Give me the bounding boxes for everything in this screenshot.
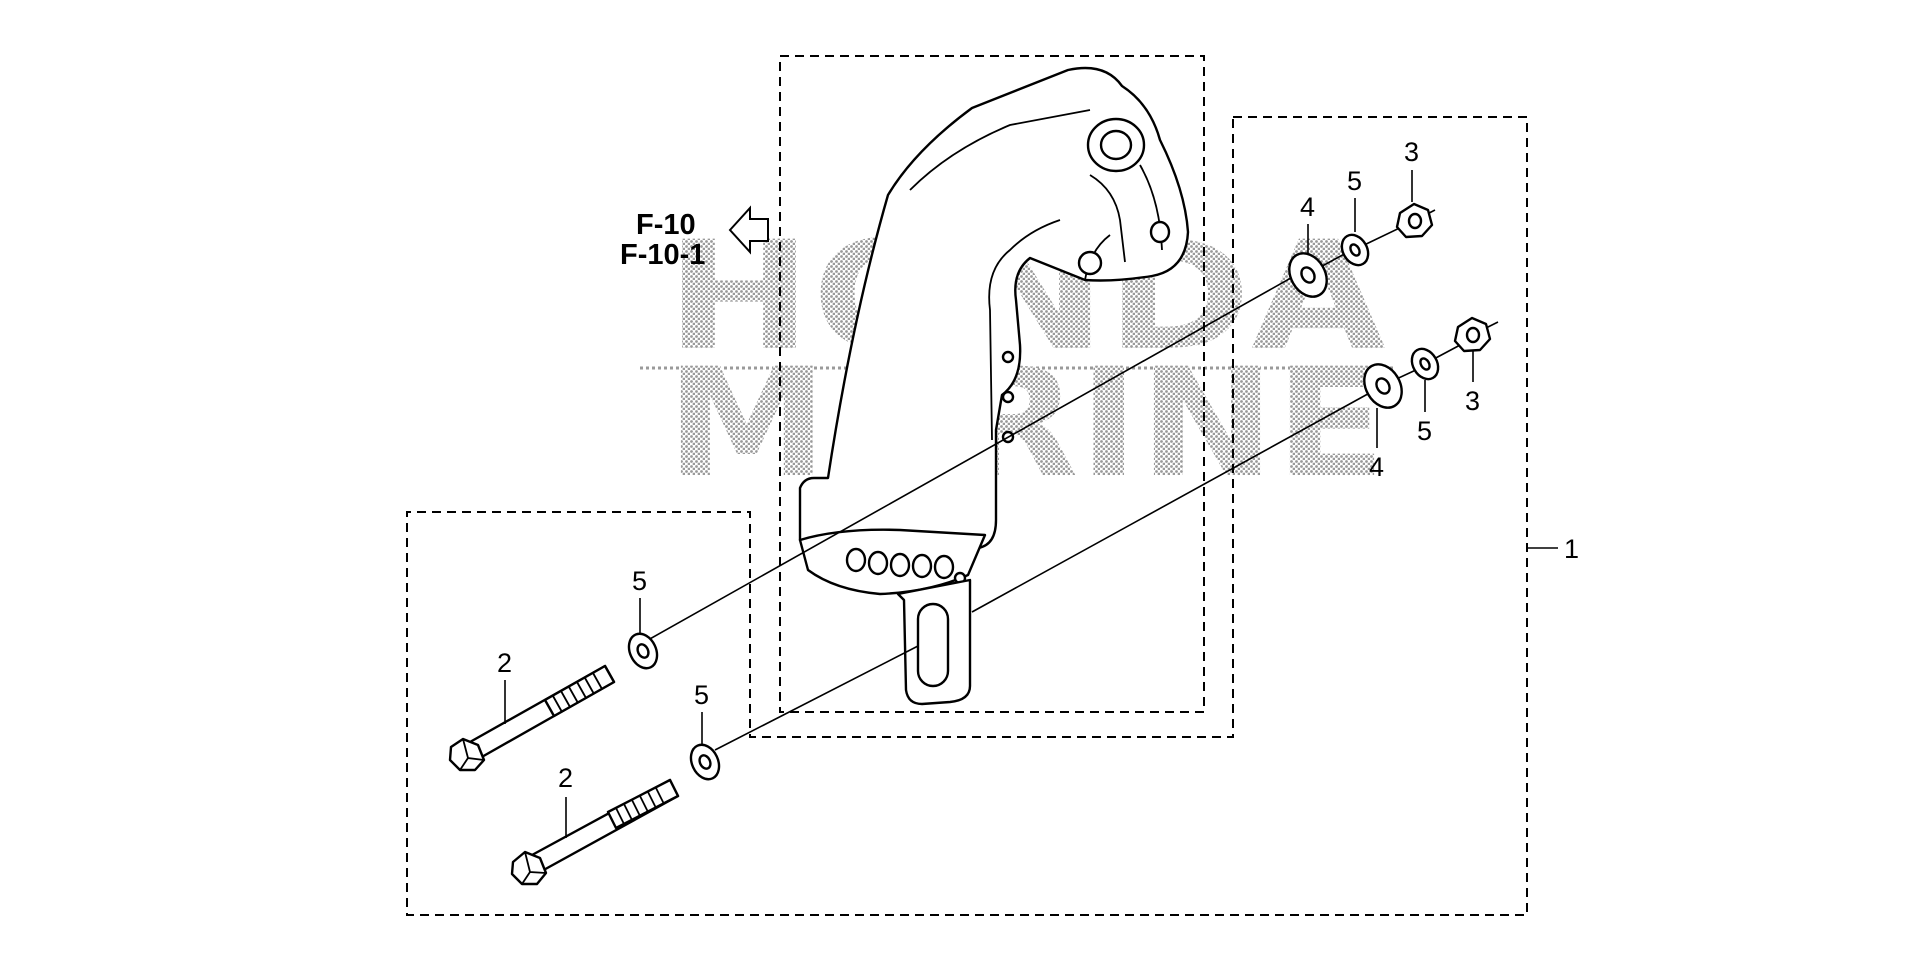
callout-bolt-lower: 2 <box>558 763 573 793</box>
tilt-hole <box>933 554 955 580</box>
tilt-hole <box>911 553 933 579</box>
outline-left-arrow-icon <box>728 205 769 255</box>
callout-washer-small-upper-right: 5 <box>1347 166 1362 196</box>
callout-washer-large-upper: 4 <box>1300 192 1315 222</box>
tilt-hole <box>867 550 889 576</box>
bracket-frame <box>779 55 1205 713</box>
ref-label-f10: F-10 <box>636 209 696 241</box>
washer-small-lower-right <box>1410 347 1440 381</box>
nut-lower <box>1453 316 1492 353</box>
bracket-slot <box>916 602 950 688</box>
callout-bolt-upper: 2 <box>497 648 512 678</box>
callout-washer-large-lower: 4 <box>1369 452 1384 482</box>
washer-small-upper-right <box>1340 233 1370 267</box>
group-frames <box>406 55 1528 916</box>
reference-label: F-10 F-10-1 <box>620 205 769 271</box>
watermark-line-2: MARINE <box>666 337 1386 511</box>
callout-washer-small-lower-right: 5 <box>1417 416 1432 446</box>
washer-large-lower <box>1363 363 1403 409</box>
callout-nut-upper: 3 <box>1404 137 1419 167</box>
callout-nut-lower: 3 <box>1465 386 1480 416</box>
side-hole <box>1149 220 1171 244</box>
side-hole <box>1077 250 1103 276</box>
callout-washer-small-lower-left: 5 <box>694 680 709 710</box>
bolt-upper <box>448 664 616 772</box>
ref-label-f10-1: F-10-1 <box>620 239 705 271</box>
adjust-hole <box>1001 350 1015 364</box>
bolt-lower <box>510 778 680 886</box>
callout-assembly: 1 <box>1564 534 1579 564</box>
steering-bracket <box>798 66 1190 706</box>
assembly-frame <box>406 116 1528 916</box>
adjust-hole <box>1001 390 1015 404</box>
callout-washer-small-upper-left: 5 <box>632 566 647 596</box>
tilt-hole <box>845 547 867 573</box>
callout-leaders <box>504 170 1558 838</box>
tilt-hole <box>889 552 911 578</box>
washer-large-upper <box>1288 252 1328 298</box>
washer-small-upper-left <box>627 632 659 670</box>
washer-small-lower-left <box>689 743 721 781</box>
pivot-hole <box>1099 129 1133 161</box>
bolt-thread <box>543 664 616 718</box>
nut-upper <box>1395 202 1434 239</box>
callout-numbers: 1 2 2 3 3 4 4 5 5 5 5 <box>497 137 1579 793</box>
